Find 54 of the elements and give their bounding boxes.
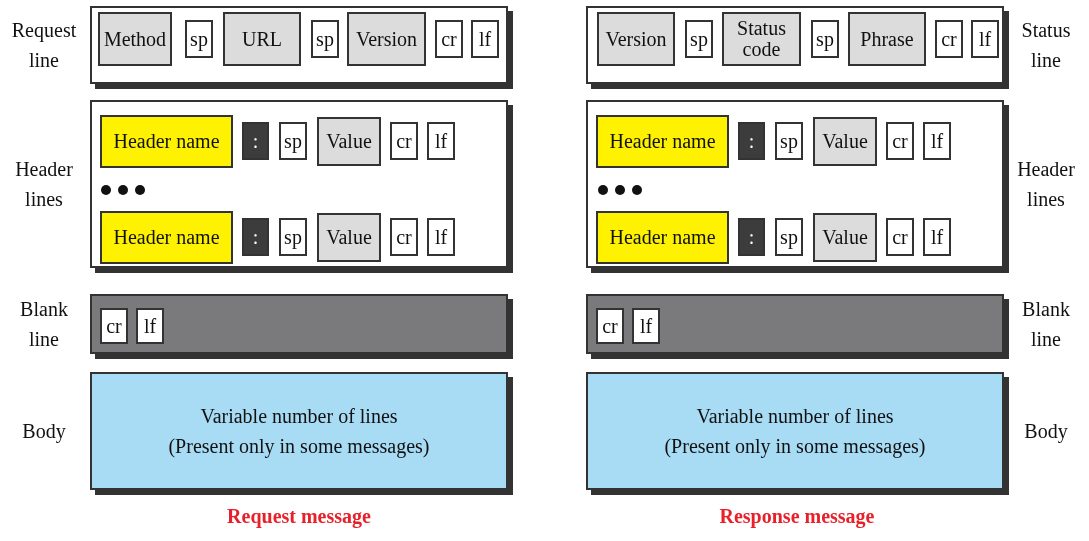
- field-box: sp: [185, 20, 213, 58]
- message-caption: Request message: [226, 505, 372, 528]
- field-box: cr: [390, 122, 418, 160]
- section-label: Blank line: [1021, 297, 1071, 352]
- field-box: sp: [775, 122, 803, 160]
- field-box: lf: [471, 20, 499, 58]
- body-description: Variable number of lines (Present only in some messages): [664, 404, 926, 460]
- header-name-field: Header name: [596, 211, 729, 264]
- field-box: URL: [223, 12, 301, 66]
- field-box: Method: [98, 12, 172, 66]
- field-box: sp: [775, 218, 803, 256]
- field-box: sp: [311, 20, 339, 58]
- field-box: cr: [886, 122, 914, 160]
- body-description: Variable number of lines (Present only in some messages): [168, 404, 430, 460]
- field-box: cr: [596, 308, 624, 344]
- field-box: sp: [811, 20, 839, 58]
- field-box: lf: [427, 218, 455, 256]
- field-box: Value: [813, 213, 877, 262]
- colon-separator: :: [738, 122, 765, 160]
- field-box: Phrase: [848, 12, 926, 66]
- field-box: cr: [435, 20, 463, 58]
- colon-separator: :: [242, 218, 269, 256]
- header-name-field: Header name: [100, 115, 233, 168]
- field-box: cr: [886, 218, 914, 256]
- field-box: lf: [971, 20, 999, 58]
- section-label: Blank line: [19, 297, 69, 352]
- field-box: Version: [597, 12, 675, 66]
- field-box: lf: [923, 218, 951, 256]
- header-name-field: Header name: [596, 115, 729, 168]
- section-label: Request line: [10, 18, 78, 73]
- colon-separator: :: [242, 122, 269, 160]
- section-label: Body: [21, 419, 67, 445]
- field-box: sp: [685, 20, 713, 58]
- section-label: Header lines: [14, 157, 74, 212]
- field-box: sp: [279, 122, 307, 160]
- field-box: cr: [390, 218, 418, 256]
- field-box: Value: [317, 213, 381, 262]
- field-box: cr: [935, 20, 963, 58]
- section-label: Header lines: [1016, 157, 1076, 212]
- section-label: Status line: [1020, 18, 1072, 73]
- field-box: Value: [813, 117, 877, 166]
- field-box: lf: [632, 308, 660, 344]
- field-box: Status code: [722, 12, 801, 66]
- colon-separator: :: [738, 218, 765, 256]
- field-box: sp: [279, 218, 307, 256]
- field-box: cr: [100, 308, 128, 344]
- field-box: Value: [317, 117, 381, 166]
- message-caption: Response message: [718, 505, 876, 528]
- field-box: lf: [427, 122, 455, 160]
- field-box: lf: [923, 122, 951, 160]
- header-name-field: Header name: [100, 211, 233, 264]
- section-label: Body: [1023, 419, 1069, 445]
- field-box: lf: [136, 308, 164, 344]
- field-box: Version: [347, 12, 426, 66]
